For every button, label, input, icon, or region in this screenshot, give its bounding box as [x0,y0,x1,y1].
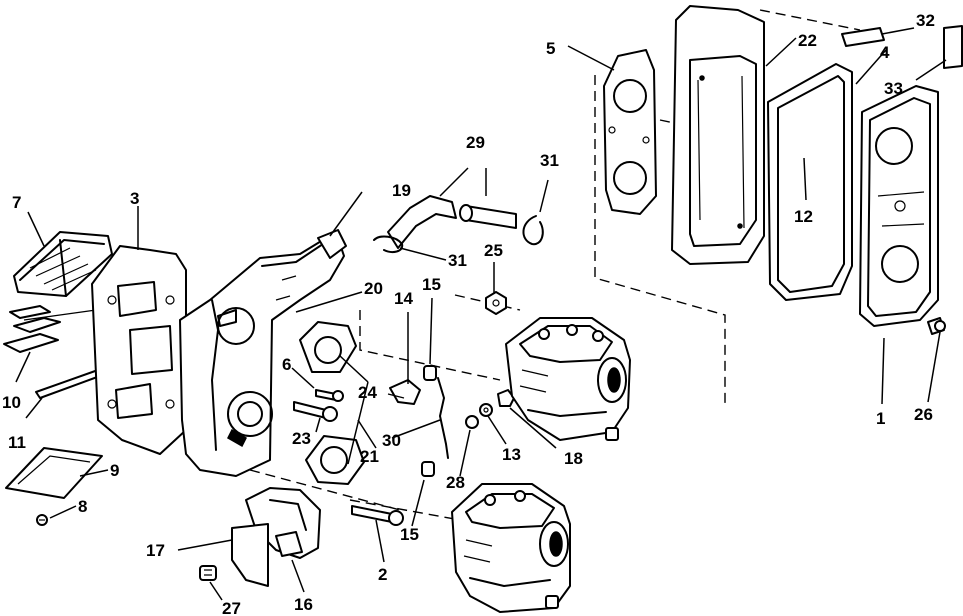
nut-part-25 [485,291,507,315]
callout-9: 9 [110,461,119,480]
callout-31a: 31 [540,151,559,170]
fuel-line-part-30 [437,377,449,459]
callout-15b: 15 [400,525,419,544]
callout-30: 30 [382,431,401,450]
flange-gasket-lower [305,435,365,485]
callout-14: 14 [394,289,413,308]
callout-32: 32 [916,11,935,30]
bolt-part-2 [351,505,404,526]
callout-23: 23 [292,429,311,448]
reed-stop-part [35,369,101,399]
callout-20: 20 [364,279,383,298]
callout-29: 29 [466,133,485,152]
callout-13: 13 [502,445,521,464]
callout-31b: 31 [448,251,467,270]
callout-24: 24 [358,383,377,402]
callout-28: 28 [446,473,465,492]
bracket-part [231,487,321,587]
callout-4: 4 [880,43,890,62]
silencer-gasket-part-5 [603,49,657,215]
callout-18: 18 [564,449,583,468]
callout-21: 21 [360,447,379,466]
linkage-part-14 [387,379,421,405]
fitting-part-15b [421,461,435,477]
lower-carburetor [451,483,571,613]
label-plate-part-33 [943,25,963,69]
callout-27: 27 [222,599,241,616]
silencer-gasket-part-4 [767,63,853,301]
callout-1: 1 [876,409,885,428]
reed-petals-part [3,305,97,353]
callout-19: 19 [392,181,411,200]
reed-block-part [13,231,113,297]
callout-5: 5 [546,39,555,58]
callout-leader-lines [15,27,947,601]
clip-part-31a [522,215,544,246]
callout-22: 22 [798,31,817,50]
silencer-cover-part-33 [859,85,939,327]
clip-part-31b [373,235,404,253]
callout-26: 26 [914,405,933,424]
upper-carburetor [505,317,631,441]
bolt-part-23 [293,401,338,422]
callout-2: 2 [378,565,387,584]
intake-gasket-part [91,245,187,455]
screw-part-8 [36,514,48,526]
callout-3: 3 [130,189,139,208]
callout-17: 17 [146,541,165,560]
callout-10: 10 [2,393,21,412]
hose-part-19 [387,195,457,249]
callout-6: 6 [282,355,291,374]
label-plate-part-32 [841,27,885,47]
callout-numbers: 7 3 10 11 9 8 19 29 31 31 20 14 15 25 6 … [2,11,935,616]
callout-15a: 15 [422,275,441,294]
callout-33: 33 [884,79,903,98]
callout-7: 7 [12,193,21,212]
intake-manifold-part [179,229,347,477]
callout-8: 8 [78,497,87,516]
callout-25: 25 [484,241,503,260]
screw-part-27 [199,565,217,581]
air-silencer-base-part-22 [671,5,765,265]
bolt-part-6 [315,389,344,402]
fitting-part-15a [423,365,437,381]
flange-gasket-upper [299,321,357,373]
screw-part-26 [927,317,946,335]
washer-part-13 [479,403,493,417]
hose-part-29 [459,204,517,229]
callout-16: 16 [294,595,313,614]
screw-part-28 [465,415,479,429]
callout-11: 11 [8,433,26,452]
nut-part-18 [497,389,515,407]
plate-gasket-part [5,447,103,499]
callout-12: 12 [794,207,813,226]
